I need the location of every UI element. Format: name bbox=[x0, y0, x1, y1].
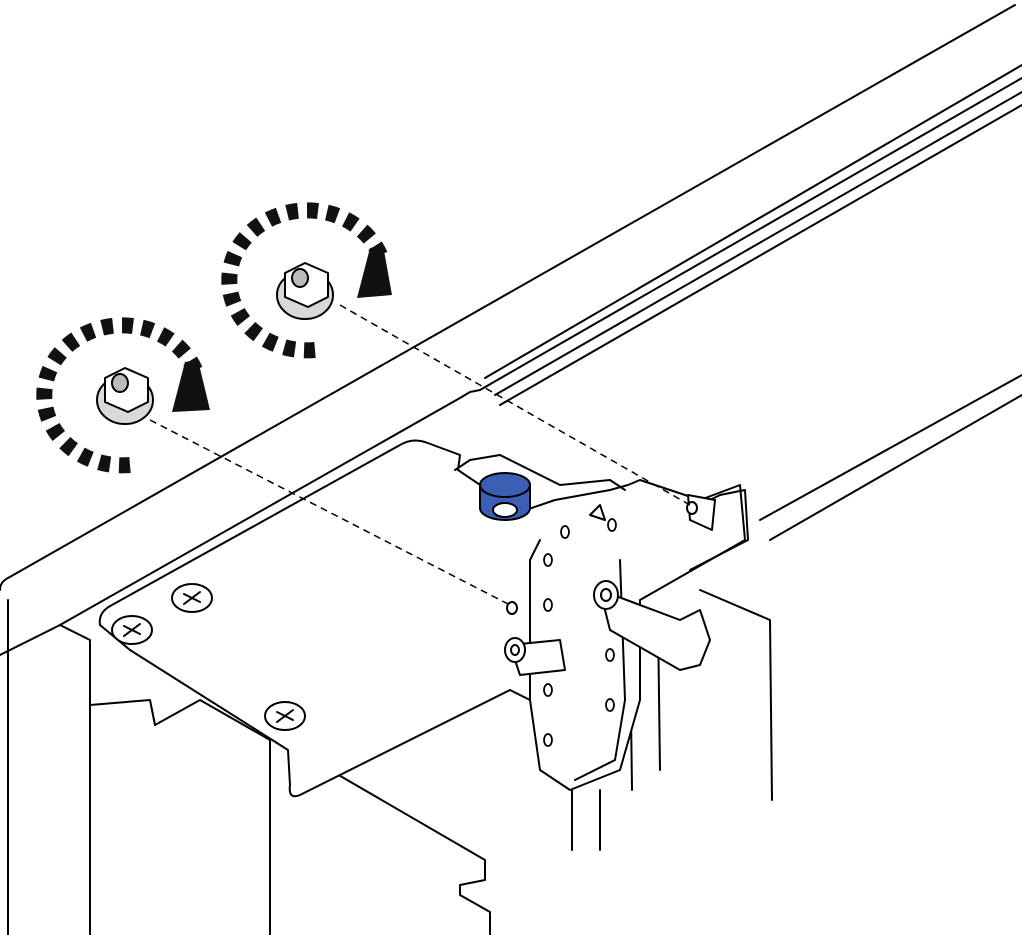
flange-nut bbox=[96, 367, 154, 425]
chassis bbox=[0, 4, 1022, 935]
rotation-arrow-icon bbox=[221, 202, 392, 359]
screw bbox=[264, 701, 306, 731]
screw bbox=[171, 583, 213, 613]
mounting-holes bbox=[543, 504, 617, 747]
screw bbox=[111, 615, 153, 645]
flange-nut bbox=[276, 262, 334, 320]
rotation-arrow-icon bbox=[36, 317, 210, 474]
alignment-line bbox=[149, 419, 511, 606]
connector bbox=[504, 494, 716, 676]
bracket-plate bbox=[98, 439, 749, 798]
rubber-grommet bbox=[479, 472, 531, 521]
